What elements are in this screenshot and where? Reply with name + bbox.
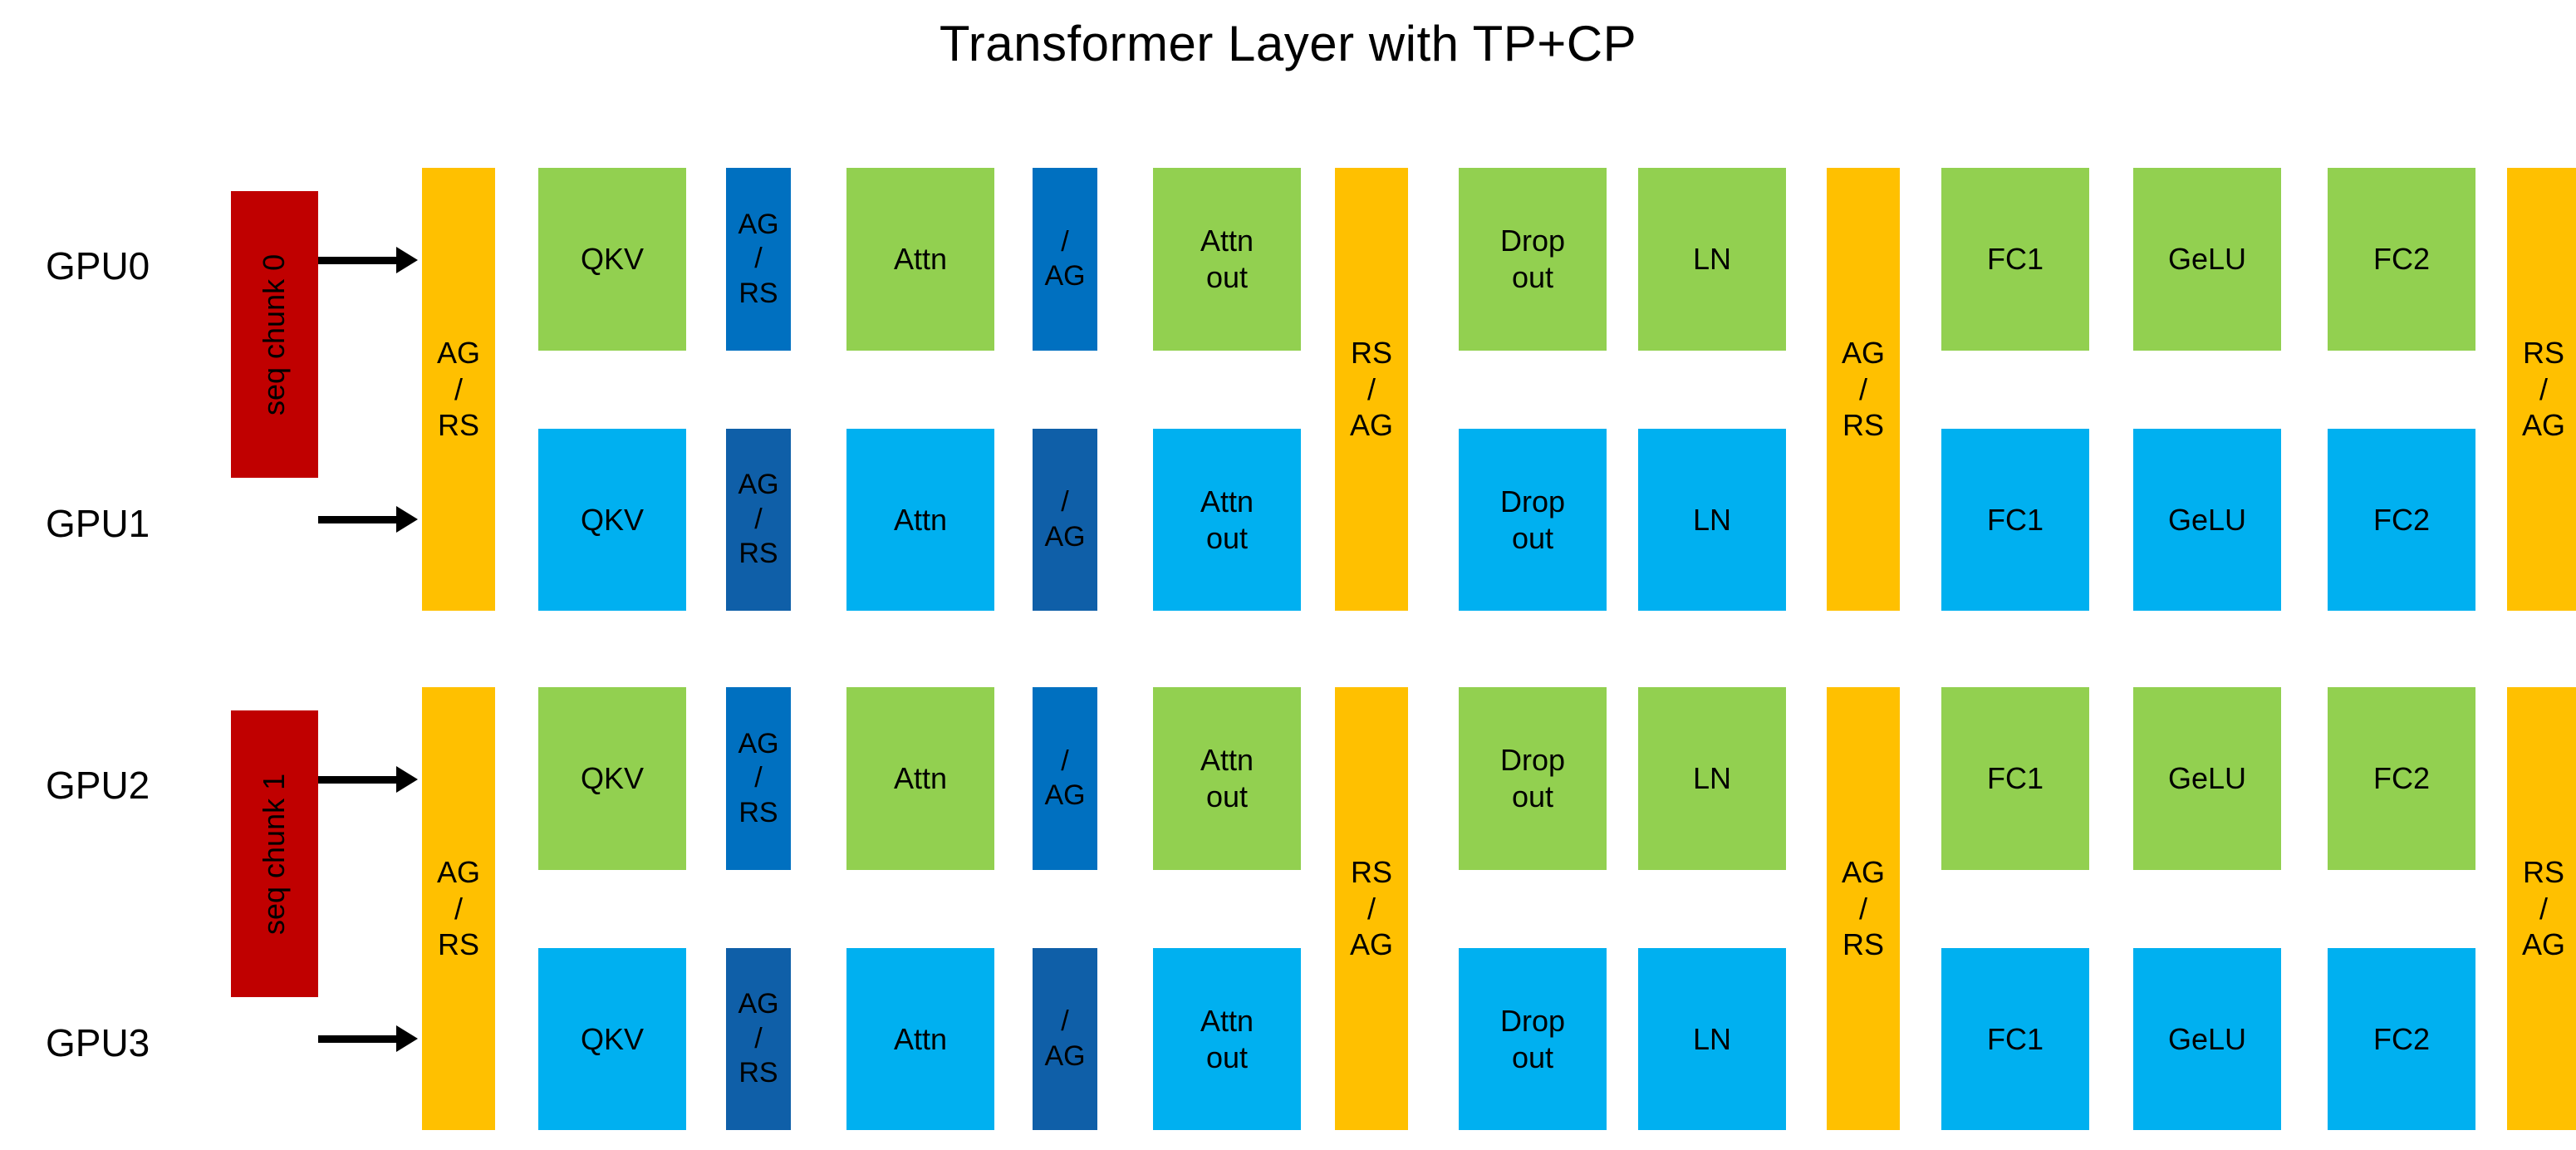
compute-block: FC1 [1941, 948, 2089, 1130]
compute-block: QKV [538, 429, 686, 611]
compute-block: Attn out [1153, 429, 1301, 611]
comm-column: RS / AG [2507, 168, 2576, 611]
comm-column: RS / AG [1335, 687, 1408, 1130]
comm-column: RS / AG [2507, 687, 2576, 1130]
compute-block: QKV [538, 948, 686, 1130]
gpu-label-gpu3: GPU3 [46, 1021, 150, 1064]
arrow-head-icon [396, 1025, 418, 1052]
compute-block: LN [1638, 429, 1786, 611]
compute-block: GeLU [2133, 429, 2281, 611]
compute-block: FC2 [2328, 687, 2475, 870]
compute-block: FC1 [1941, 168, 2089, 351]
compute-block: QKV [538, 687, 686, 870]
compute-block: LN [1638, 687, 1786, 870]
compute-block: FC1 [1941, 429, 2089, 611]
seq-chunk-box: seq chunk 0 [231, 191, 318, 478]
comm-block: AG / RS [726, 948, 791, 1130]
seq-chunk-box: seq chunk 1 [231, 710, 318, 997]
comm-block: / AG [1033, 687, 1097, 870]
arrow-shaft [318, 776, 398, 784]
compute-block: Attn out [1153, 168, 1301, 351]
seq-chunk-label: seq chunk 1 [257, 773, 292, 935]
gpu-label-gpu1: GPU1 [46, 502, 150, 545]
compute-block: Attn [846, 687, 994, 870]
compute-block: GeLU [2133, 687, 2281, 870]
comm-block: / AG [1033, 168, 1097, 351]
comm-column: AG / RS [422, 168, 495, 611]
compute-block: FC1 [1941, 687, 2089, 870]
compute-block: Attn out [1153, 687, 1301, 870]
arrow-shaft [318, 516, 398, 523]
compute-block: FC2 [2328, 948, 2475, 1130]
compute-block: FC2 [2328, 168, 2475, 351]
comm-block: AG / RS [726, 429, 791, 611]
compute-block: Attn [846, 168, 994, 351]
arrow-shaft [318, 1035, 398, 1043]
seq-chunk-label: seq chunk 0 [257, 253, 292, 415]
compute-block: Attn out [1153, 948, 1301, 1130]
compute-block: QKV [538, 168, 686, 351]
gpu-label-gpu2: GPU2 [46, 764, 150, 807]
comm-block: AG / RS [726, 168, 791, 351]
compute-block: FC2 [2328, 429, 2475, 611]
comm-column: AG / RS [422, 687, 495, 1130]
comm-column: RS / AG [1335, 168, 1408, 611]
comm-block: AG / RS [726, 687, 791, 870]
arrow-head-icon [396, 766, 418, 793]
compute-block: GeLU [2133, 948, 2281, 1130]
compute-block: Drop out [1459, 948, 1607, 1130]
comm-block: / AG [1033, 429, 1097, 611]
compute-block: Drop out [1459, 429, 1607, 611]
arrow-head-icon [396, 506, 418, 533]
page-title: Transformer Layer with TP+CP [939, 16, 1637, 71]
compute-block: Drop out [1459, 687, 1607, 870]
compute-block: Drop out [1459, 168, 1607, 351]
comm-block: / AG [1033, 948, 1097, 1130]
compute-block: Attn [846, 948, 994, 1130]
comm-column: AG / RS [1827, 168, 1900, 611]
compute-block: LN [1638, 168, 1786, 351]
compute-block: LN [1638, 948, 1786, 1130]
compute-block: GeLU [2133, 168, 2281, 351]
arrow-head-icon [396, 247, 418, 273]
compute-block: Attn [846, 429, 994, 611]
comm-column: AG / RS [1827, 687, 1900, 1130]
arrow-shaft [318, 257, 398, 264]
gpu-label-gpu0: GPU0 [46, 244, 150, 288]
